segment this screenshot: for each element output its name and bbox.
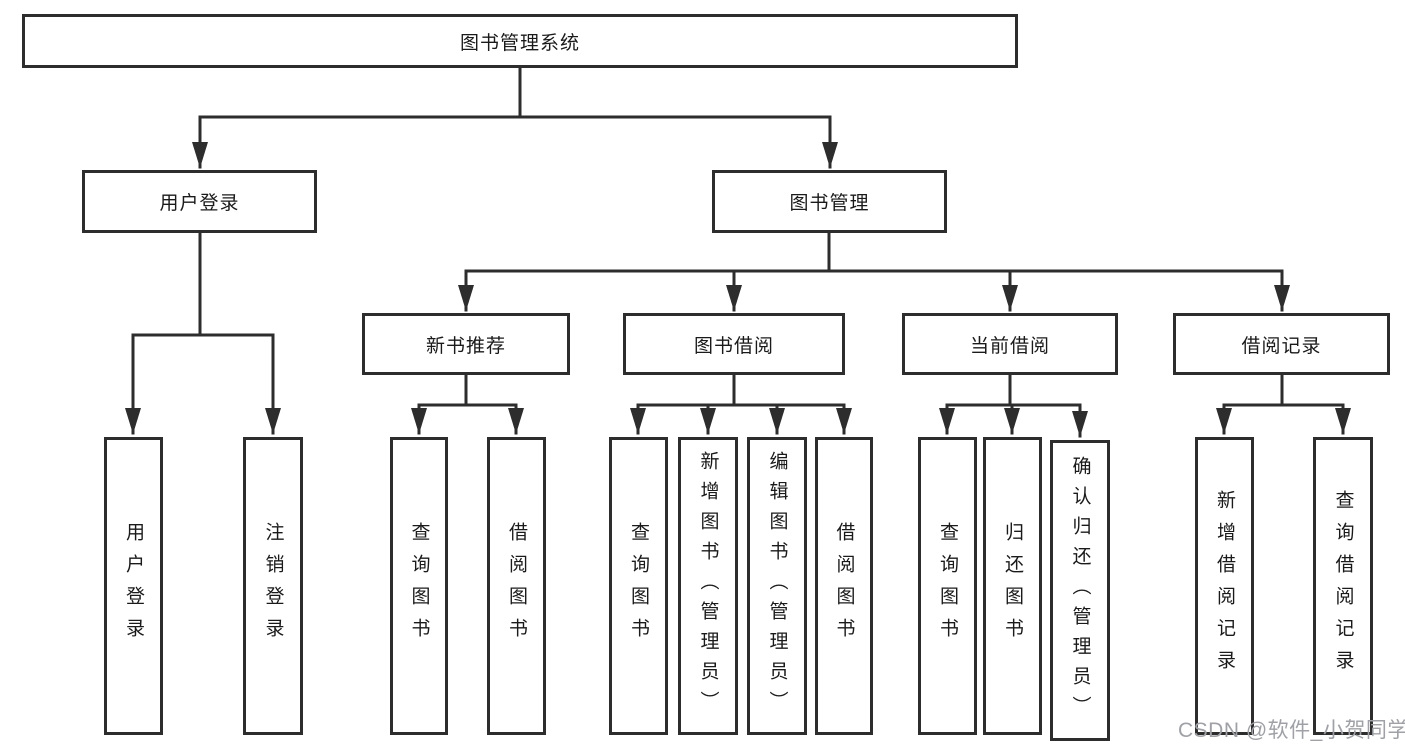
node-borrow-records: 借阅记录: [1173, 313, 1390, 375]
leaf-confirm-return-admin: 确认归还（管理员）: [1050, 440, 1110, 741]
node-label: 图书借阅: [693, 335, 774, 357]
node-system-root: 图书管理系统: [22, 14, 1018, 68]
edges-new-book-rec-to-leaves: [411, 373, 524, 435]
leaf-query-book-current: 查询图书: [918, 437, 977, 735]
csdn-watermark: CSDN @软件_小贺同学: [1178, 719, 1405, 742]
node-label: 新增图书（管理员）: [697, 451, 719, 721]
leaf-add-borrow-record: 新增借阅记录: [1195, 437, 1254, 735]
node-label: 查询图书: [408, 522, 430, 650]
node-label: 借阅图书: [833, 522, 855, 650]
edges-root-to-level2: [192, 66, 838, 169]
node-label: 确认归还（管理员）: [1069, 455, 1091, 726]
node-label: 用户登录: [159, 193, 240, 214]
leaf-query-book-recommend: 查询图书: [390, 437, 448, 735]
node-label: 图书管理: [789, 193, 870, 214]
node-label: 查询图书: [628, 522, 649, 650]
leaf-user-login: 用户登录: [104, 437, 163, 735]
edges-user-login-to-leaves: [125, 231, 281, 435]
leaf-query-borrow-record: 查询借阅记录: [1313, 437, 1373, 735]
node-label: 借阅记录: [1241, 335, 1322, 357]
node-label: 用户登录: [123, 522, 144, 650]
node-label: 新书推荐: [425, 335, 506, 357]
leaf-edit-book-admin: 编辑图书（管理员）: [747, 437, 807, 735]
node-label: 编辑图书（管理员）: [766, 451, 788, 721]
edges-borrow-records-to-leaves: [1216, 373, 1351, 435]
leaf-logout: 注销登录: [243, 437, 303, 735]
node-label: 注销登录: [262, 522, 284, 650]
node-label: 归还图书: [1002, 522, 1023, 650]
leaf-borrow-book-recommend: 借阅图书: [487, 437, 546, 735]
node-label: 新增借阅记录: [1214, 490, 1235, 682]
node-label: 查询图书: [937, 522, 958, 650]
edges-current-borrow-to-leaves: [939, 373, 1088, 438]
node-book-management: 图书管理: [712, 170, 947, 233]
edges-book-mgmt-to-level3: [458, 231, 1290, 312]
leaf-query-book-borrow: 查询图书: [609, 437, 668, 735]
node-label: 借阅图书: [506, 522, 527, 650]
leaf-return-book: 归还图书: [983, 437, 1042, 735]
edges-book-borrow-to-leaves: [630, 373, 852, 435]
leaf-borrow-book: 借阅图书: [815, 437, 873, 735]
node-label: 当前借阅: [969, 335, 1050, 357]
node-current-borrow: 当前借阅: [902, 313, 1118, 375]
node-book-borrow: 图书借阅: [623, 313, 845, 375]
node-label: 图书管理系统: [459, 32, 580, 54]
node-user-login: 用户登录: [82, 170, 317, 233]
node-label: 查询借阅记录: [1332, 490, 1354, 682]
node-new-book-recommend: 新书推荐: [362, 313, 570, 375]
leaf-add-book-admin: 新增图书（管理员）: [678, 437, 738, 735]
